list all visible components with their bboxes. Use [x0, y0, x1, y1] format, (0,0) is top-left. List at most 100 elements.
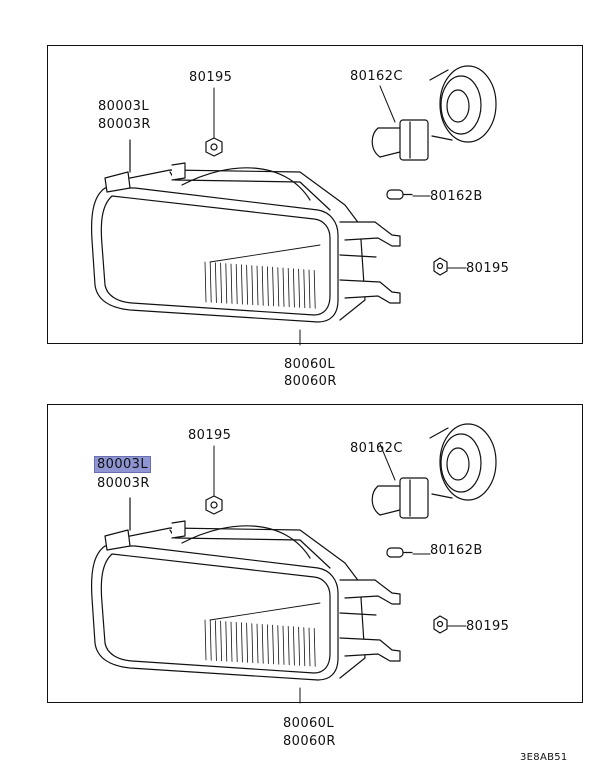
nut-upper-hole [210, 143, 218, 151]
part-label-nut-lower[interactable]: 80195 [466, 619, 510, 634]
lens-flute-line [235, 263, 238, 305]
side-bracket-lower [339, 637, 401, 662]
dust-cover-inner [446, 89, 470, 123]
lens-flute-line [246, 264, 249, 305]
lens-flute-line [225, 263, 228, 304]
lens-flute-line [261, 624, 264, 664]
lens-flute-line [240, 264, 243, 305]
lens-flute-line [308, 269, 311, 309]
part-label-lamp-assy-right[interactable]: 80003R [97, 476, 150, 491]
lens-flute-line [230, 621, 233, 662]
lens-flute-line [277, 267, 280, 307]
lens-flute-line [282, 267, 285, 307]
part-label-bulb-small[interactable]: 80162B [430, 543, 483, 558]
lamp-lens-inner [100, 553, 331, 674]
dust-cover-outer [439, 423, 497, 501]
nut-upper-hole [210, 501, 218, 509]
flute-top-edge [209, 602, 321, 621]
lens-flute-line [204, 261, 207, 303]
top-headlamp-drawing [90, 65, 497, 346]
dust-cover-side [429, 69, 453, 141]
lens-flute-line [209, 620, 212, 661]
side-bracket-upper [339, 221, 401, 247]
lens-flute-line [246, 622, 249, 663]
lens-flute-line [214, 620, 217, 661]
main-bulb-glass [371, 127, 403, 158]
lamp-lens-inner [100, 195, 331, 316]
part-label-bulb-main[interactable]: 80162C [350, 69, 403, 84]
dust-cover-ring [440, 433, 482, 493]
lens-flute-line [292, 626, 295, 666]
lens-flute-line [282, 625, 285, 665]
lens-flute-line [225, 621, 228, 662]
dust-cover-side [429, 427, 453, 499]
dust-cover-ring [440, 75, 482, 135]
part-label-body-left[interactable]: 80060L [284, 357, 335, 372]
lens-flute-line [303, 627, 306, 667]
main-bulb-glass [371, 485, 403, 516]
side-bracket-upper [339, 579, 401, 605]
diagram-code: 3E8AB51 [520, 752, 568, 763]
main-bulb-base [399, 477, 429, 519]
leader-line [379, 85, 396, 123]
lens-flute-line [251, 623, 254, 664]
part-label-lamp-assy-left[interactable]: 80003L [98, 99, 149, 114]
lens-flute-line [214, 262, 217, 304]
bottom-headlamp-drawing [90, 423, 497, 704]
lens-flute-line [240, 622, 243, 663]
part-label-nut-lower[interactable]: 80195 [466, 261, 510, 276]
lens-flute-line [303, 269, 306, 309]
lens-flute-line [313, 628, 316, 667]
lens-flute-line [256, 265, 259, 306]
part-label-nut-upper[interactable]: 80195 [189, 70, 233, 85]
lens-flute-line [261, 265, 264, 306]
lens-flute-line [298, 626, 301, 666]
lens-flute-line [292, 268, 295, 308]
lamp-lens [90, 187, 339, 323]
upper-stud [171, 520, 186, 539]
side-edge [339, 254, 377, 258]
lens-flutes [204, 261, 316, 309]
part-label-body-right[interactable]: 80060R [284, 374, 337, 389]
small-bulb [386, 547, 404, 558]
nut-lower [433, 615, 448, 634]
lens-flute-line [204, 619, 207, 661]
part-label-lamp-assy-left-highlighted[interactable]: 80003L [94, 456, 151, 473]
flute-top-edge [209, 244, 321, 263]
lens-flute-line [308, 627, 311, 667]
nut-lower [433, 257, 448, 276]
part-label-bulb-main[interactable]: 80162C [350, 441, 403, 456]
dust-cover-outer [439, 65, 497, 143]
nut-lower-hole [436, 620, 444, 628]
lens-flute-line [266, 624, 269, 664]
lens-flutes [204, 619, 316, 667]
lens-flute-line [313, 269, 316, 309]
lens-flute-line [266, 266, 269, 307]
highlight-marker: 80003L [94, 456, 151, 473]
lens-flute-line [220, 262, 223, 304]
reflector-dome [181, 525, 311, 559]
side-bracket-lower [339, 279, 401, 304]
lens-flute-line [272, 624, 275, 665]
nut-upper [205, 137, 223, 157]
part-label-nut-upper[interactable]: 80195 [188, 428, 232, 443]
part-label-body-right[interactable]: 80060R [283, 734, 336, 749]
lens-flute-line [256, 623, 259, 664]
part-label-bulb-small[interactable]: 80162B [430, 189, 483, 204]
nut-upper [205, 495, 223, 515]
nut-lower-hole [436, 262, 444, 270]
part-label-lamp-assy-right[interactable]: 80003R [98, 117, 151, 132]
main-bulb-base [399, 119, 429, 161]
part-label-body-left[interactable]: 80060L [283, 716, 334, 731]
lamp-lens [90, 545, 339, 681]
dust-cover-inner [446, 447, 470, 481]
reflector-dome [181, 167, 311, 201]
lens-flute-line [220, 620, 223, 662]
small-bulb [386, 189, 404, 200]
lens-flute-line [235, 622, 238, 663]
lens-flute-line [251, 265, 254, 306]
lens-flute-line [277, 625, 280, 665]
side-edge [339, 612, 377, 616]
lens-flute-line [287, 267, 290, 308]
